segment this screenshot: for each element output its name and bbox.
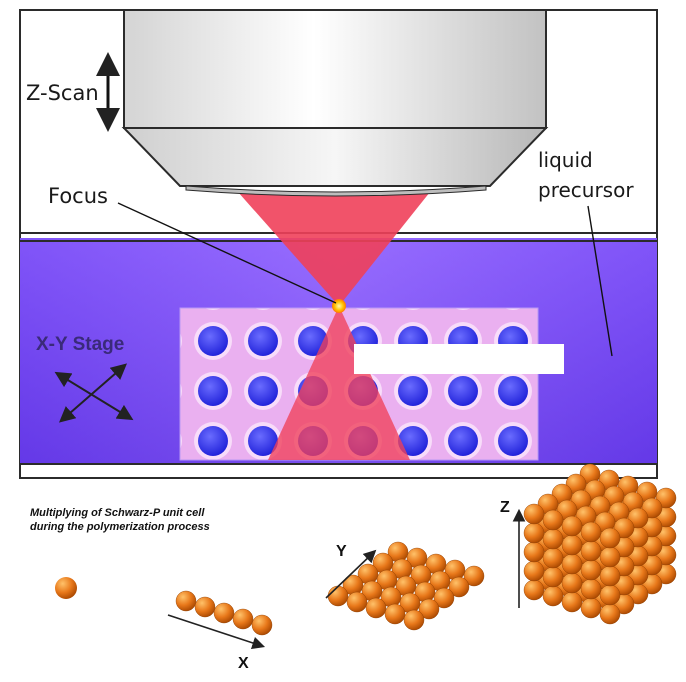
unit-cell [599,565,621,587]
unit-cell [523,560,545,582]
unit-cell [580,521,602,543]
y-axis-arrow [325,549,377,599]
liquid-label: liquid [538,148,593,172]
unit-cell [580,559,602,581]
unit-cell [580,578,602,600]
cube-unit-cells [523,463,677,625]
y-axis-label: Y [336,543,347,560]
unit-cell [561,534,583,556]
unit-cell [327,585,349,607]
focus-label: Focus [48,184,108,208]
focus-point [332,299,346,313]
unit-cell [542,528,564,550]
unit-cell [599,527,621,549]
precursor-label: precursor [538,178,634,202]
unit-cell [365,597,387,619]
unit-cell [523,503,545,525]
unit-cell [542,566,564,588]
unit-cell [561,572,583,594]
unit-cell [232,608,254,630]
xy-stage-label: X-Y Stage [36,334,124,355]
unit-cell [613,517,635,539]
unit-cell [599,546,621,568]
laser-beam-lower [268,306,410,460]
unit-cell [213,602,235,624]
unit-cell [542,509,564,531]
unit-cell [580,540,602,562]
laser-beam-upper [238,192,430,306]
objective-lens-bottom [121,127,549,187]
unit-cell [433,587,455,609]
unit-cell [251,614,273,636]
plane-unit-cells [327,541,485,631]
unit-cell [175,590,197,612]
unit-cell [561,553,583,575]
xy-arrow-b [58,363,128,423]
unit-cell [580,597,602,619]
unit-cell [448,576,470,598]
focus-pointer [117,202,337,304]
x-axis-arrow [167,614,266,650]
unit-cell [384,603,406,625]
row-unit-cells [175,590,273,636]
unit-cell [561,591,583,613]
unit-cell [523,522,545,544]
unit-cell [403,609,425,631]
blank-label-box [354,344,564,374]
x-axis-label: X [238,655,249,672]
unit-cell [599,603,621,625]
unit-cell [523,541,545,563]
unit-cell [346,591,368,613]
z-scan-label: Z-Scan [26,81,99,105]
objective-lens-body [123,9,547,129]
unit-cell [627,507,649,529]
unit-cell [542,547,564,569]
z-axis-label: Z [500,499,510,516]
unit-cell [542,585,564,607]
unit-cell [463,565,485,587]
unit-cell [655,487,677,509]
unit-cell [194,596,216,618]
unit-cell [599,584,621,606]
single-unit-cell [55,577,77,599]
caption-line-2: during the polymerization process [30,521,210,533]
unit-cell [523,579,545,601]
unit-cell [561,515,583,537]
objective-lens-tip [185,185,487,197]
unit-cell [418,598,440,620]
unit-cell [641,497,663,519]
precursor-pointer [587,205,613,357]
caption-line-1: Multiplying of Schwarz-P unit cell [30,507,205,519]
